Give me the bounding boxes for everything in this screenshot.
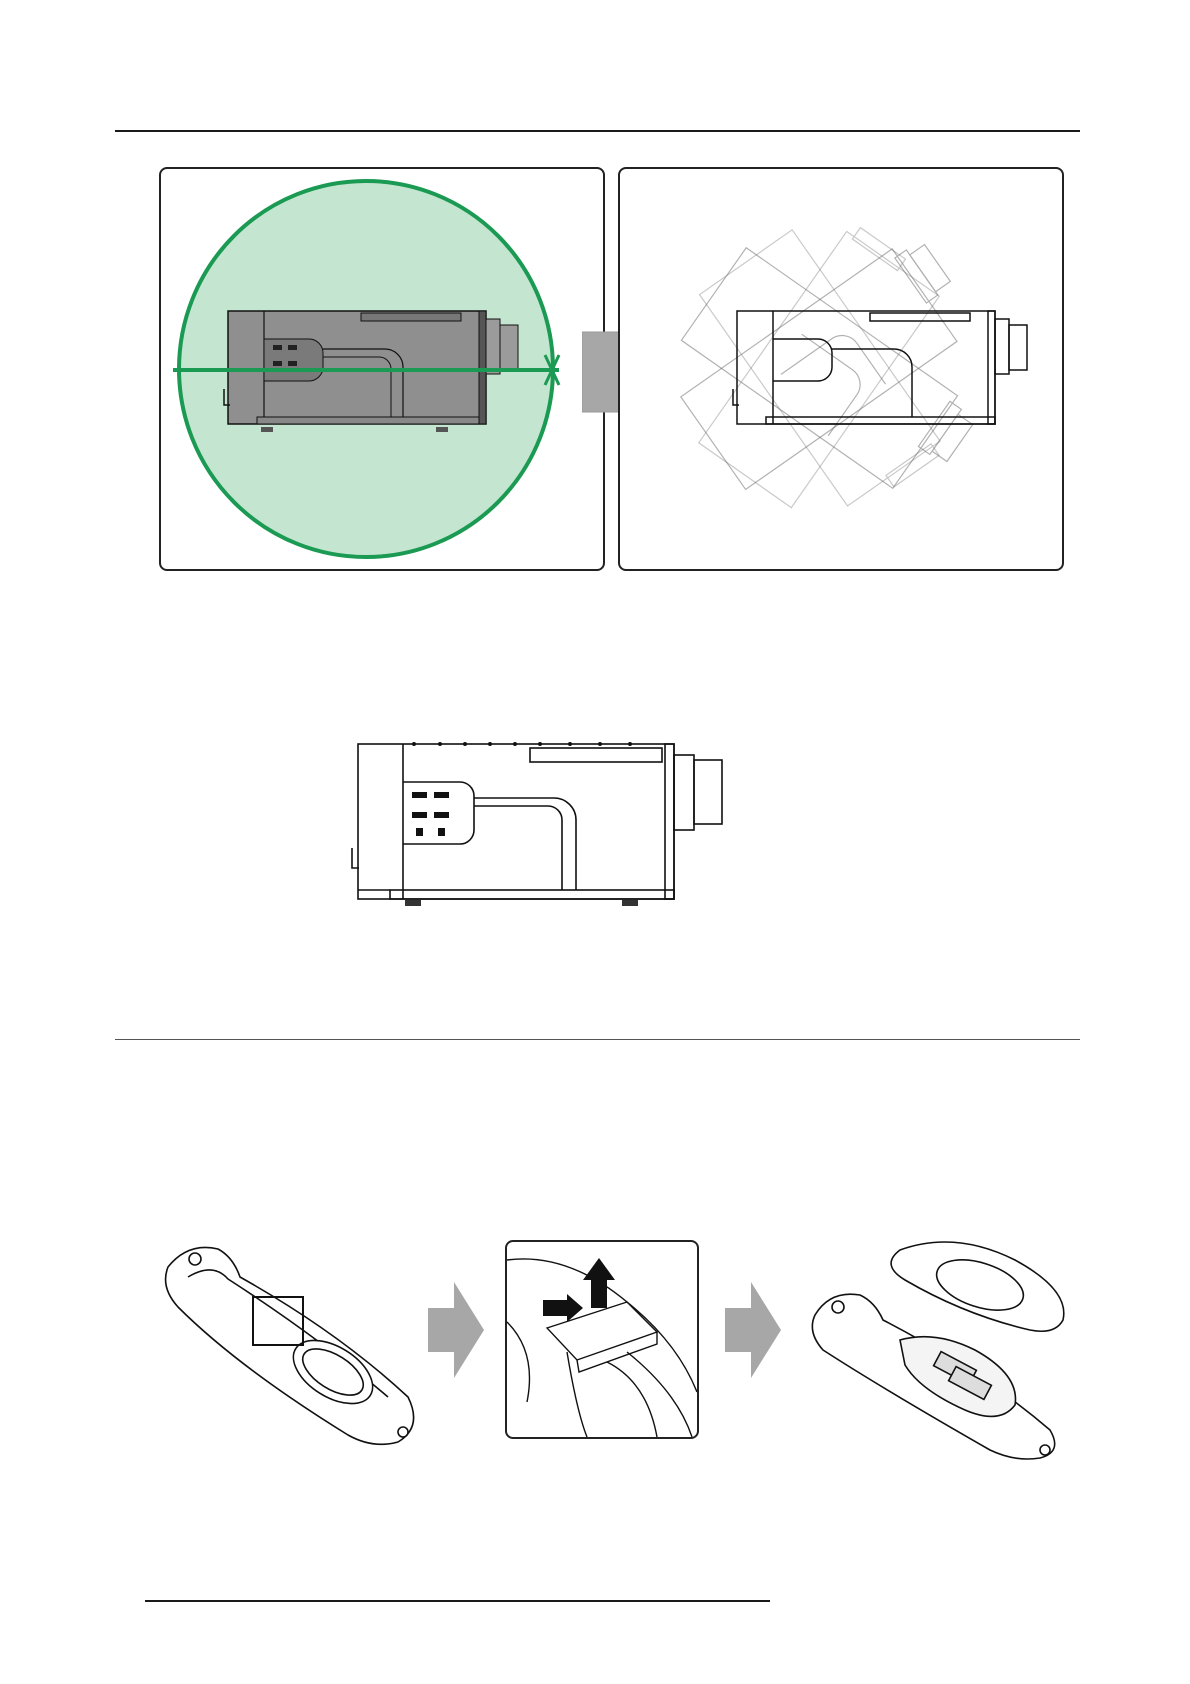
arrow-right-icon	[725, 1282, 781, 1378]
foot-left	[405, 900, 421, 906]
lift-arrow-icon	[583, 1258, 615, 1308]
rotation-range-panel	[159, 167, 605, 571]
remote-control-closed	[158, 1237, 428, 1452]
rotation-range-illustration	[161, 169, 603, 569]
section-divider	[115, 1039, 1080, 1040]
remote-control-open	[805, 1230, 1075, 1460]
foot-right	[622, 900, 638, 906]
latch-detail-panel	[505, 1240, 699, 1439]
rotated-positions-panel	[618, 167, 1064, 571]
footer-rule	[145, 1600, 770, 1602]
connector-ports	[412, 792, 449, 836]
top-rule	[115, 130, 1080, 132]
battery-cover	[891, 1242, 1064, 1331]
arrow-right-icon	[428, 1282, 484, 1378]
projector-side-view	[330, 740, 750, 915]
latch-detail-illustration	[507, 1242, 697, 1437]
rotated-positions-illustration	[620, 169, 1062, 569]
